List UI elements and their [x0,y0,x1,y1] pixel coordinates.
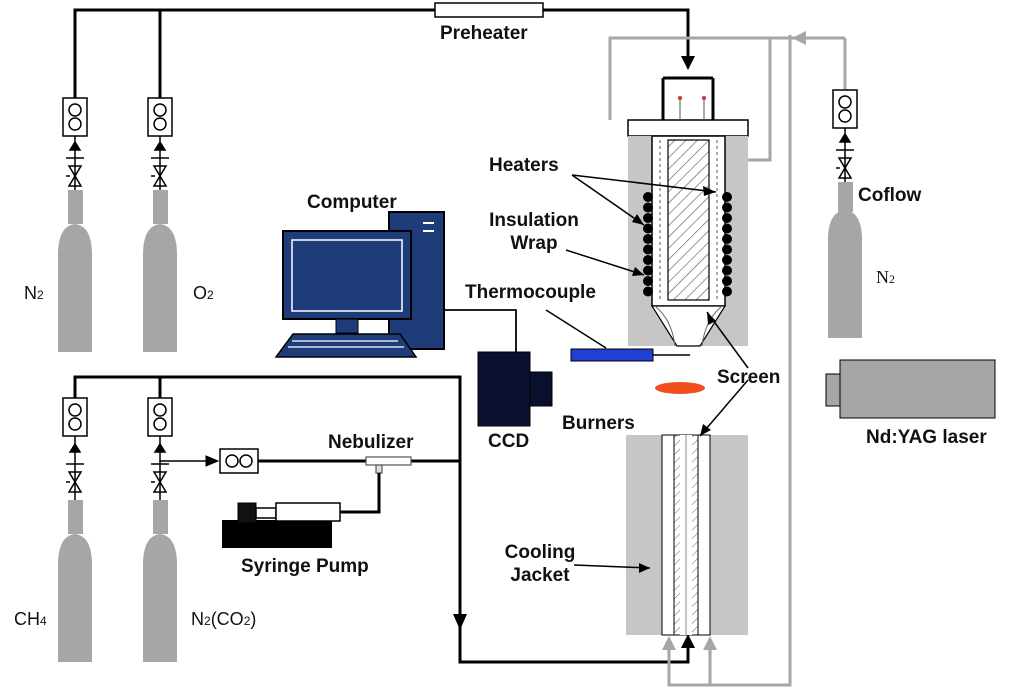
o2-base: O [193,283,208,303]
heater-coil-bead [722,223,732,234]
flowmeter-n2co2 [147,397,173,437]
flowmeter-o2 [147,97,173,137]
preheater-arrow-head [681,56,695,70]
valve-o2 [151,136,169,190]
valve-n2co2 [151,436,169,500]
heater-coil-bead [722,202,732,213]
coflow-n2-label: N2 [876,268,895,286]
syringe-pump-label: Syringe Pump [241,556,369,577]
n2co2-tail: (CO [210,609,244,629]
preheater-label: Preheater [440,23,528,44]
preheater [434,2,544,18]
thermocouple-label: Thermocouple [465,282,596,303]
nebulizer [365,456,412,474]
cylinder-ch4 [58,500,92,662]
syringe-pump [222,502,341,548]
heater-coil-bead [643,255,653,265]
heaters-label: Heaters [489,155,559,176]
heater-coil-bead [643,265,653,276]
cylinder-n2co2 [143,500,177,662]
heater-coil-bead [722,255,732,265]
heater-coil-bead [722,234,732,244]
cylinder-n2 [58,190,92,352]
heater-coil-bead [722,192,732,202]
n2co2-tail2: ) [250,609,257,629]
coflow-arrow-in [792,31,806,45]
ccd-label: CCD [488,431,530,452]
pointer-heads [632,186,716,573]
o2-sub: 2 [207,288,214,302]
heater-coil-bead [722,244,732,255]
top-gas-line [73,8,690,98]
valve-ch4 [66,436,84,500]
thermocouple [570,348,690,362]
syringe-line [340,473,381,514]
coflow-label: Coflow [858,185,922,206]
insulation-label-line1: Insulation [489,210,579,231]
ch4-base: CH [14,609,40,629]
n2co2-base: N [191,609,204,629]
heater-coil-bead [643,234,653,244]
burner-inlet-arrow [681,634,695,648]
flowmeter-coflow [832,89,858,129]
heater-coil-bead [643,286,653,297]
laser-label: Nd:YAG laser [866,427,987,448]
screen-label: Screen [717,367,781,388]
gray-arrow-left [662,636,676,650]
computer-label: Computer [307,192,397,213]
heater-coil-bead [643,223,653,234]
computer [274,211,445,358]
gray-arrow-right [703,636,717,650]
o2-cylinder-label: O2 [193,284,214,302]
insulation-label: Insulation Wrap [483,211,585,253]
n2co2-sub2: 2 [243,614,251,628]
bottom-gas-line [73,375,690,664]
n2co2-cylinder-label: N2(CO2) [191,610,256,628]
burners-label: Burners [562,413,635,434]
n2-cylinder-label: N2 [24,284,44,302]
heater-coil-bead [722,286,732,297]
heater-coil-bead [722,265,732,276]
n2-base: N [24,283,37,303]
flowmeter-n2 [62,97,88,137]
ch4-cylinder-label: CH4 [14,610,47,628]
thermocouple-pointer [545,309,607,349]
cylinder-coflow [828,182,862,338]
nebulizer-label: Nebulizer [328,432,414,453]
n2-sub: 2 [37,288,44,302]
bottom-line-arrow [453,614,467,630]
flame [655,382,705,394]
ccd-camera [477,351,553,427]
heater-coil-bead [722,276,732,286]
valve-coflow [836,128,854,182]
coflow-n2-sub: 2 [889,272,895,286]
heater-coil-bead [643,244,653,255]
valve-n2 [66,136,84,190]
heater-coils [643,192,732,297]
heater-coil-bead [643,192,653,202]
coflow-n2-base: N [876,267,889,287]
insulation-label-line2: Wrap [510,233,558,254]
flowmeter-nebulizer [219,448,259,474]
nd-yag-laser [825,359,996,419]
cylinder-o2 [143,190,177,352]
ch4-sub: 4 [40,614,47,628]
gray-coflow-lines [608,35,847,687]
heater-coil-bead [643,213,653,223]
heater-coil-bead [643,276,653,286]
cooling-jacket-label: Cooling Jacket [495,543,585,585]
computer-ccd-cable [444,309,517,353]
n2co2-sub: 2 [204,614,211,628]
cooling-label-line1: Cooling [504,542,576,563]
flowmeter-ch4 [62,397,88,437]
heater-coil-bead [722,213,732,223]
heater-coil-bead [643,202,653,213]
cooling-label-line2: Jacket [510,565,570,586]
lower-burner [626,434,748,636]
nebulizer-gas-line [160,455,372,467]
